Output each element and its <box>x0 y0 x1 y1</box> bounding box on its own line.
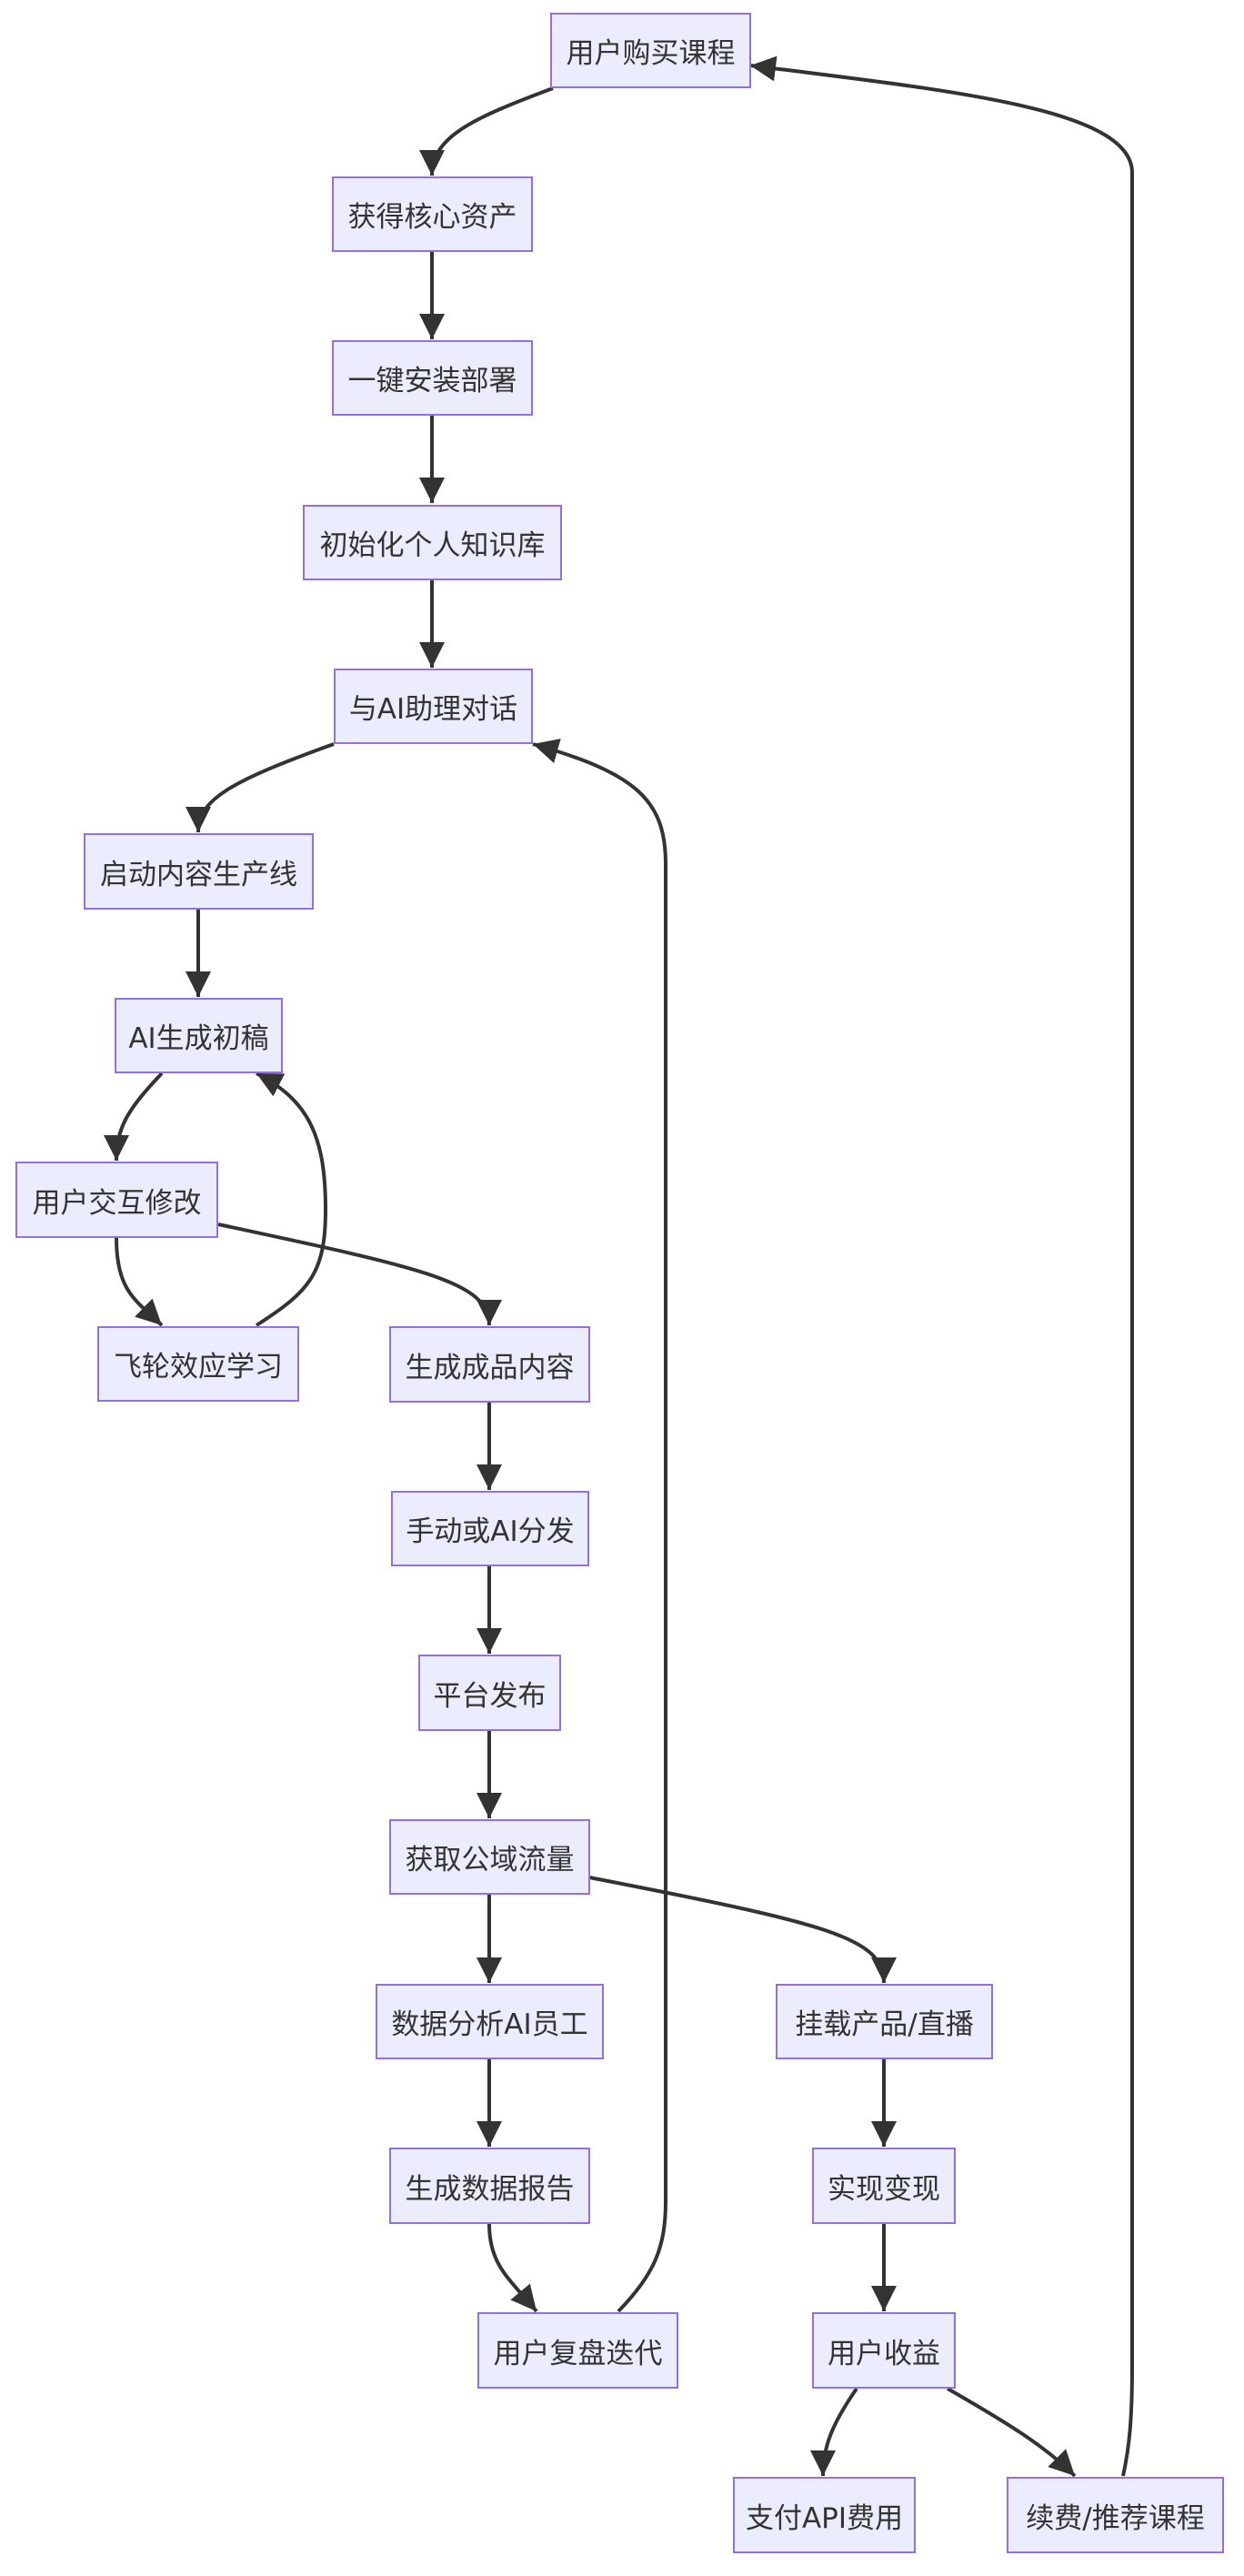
edge-buy-assets <box>419 86 554 176</box>
node-get-core-assets: 获得核心资产 <box>332 176 533 252</box>
node-pay-api-fee: 支付API费用 <box>733 2477 916 2553</box>
node-init-knowledge-base: 初始化个人知识库 <box>303 505 562 580</box>
edge-traffic-mount <box>588 1876 897 1984</box>
node-mount-product-live: 挂载产品/直播 <box>776 1984 993 2059</box>
node-ai-first-draft: AI生成初稿 <box>115 998 283 1073</box>
node-user-review-iterate: 用户复盘迭代 <box>477 2312 678 2389</box>
edge-flywheel-aidraft <box>255 1072 328 1327</box>
node-flywheel-learning: 飞轮效应学习 <box>97 1326 299 1402</box>
edge-useredit-final <box>217 1223 502 1326</box>
edge-chatai-pipeline <box>186 742 335 833</box>
node-renew-recommend: 续费/推荐课程 <box>1007 2477 1224 2553</box>
node-chat-ai-assistant: 与AI助理对话 <box>334 669 533 744</box>
node-get-traffic: 获取公域流量 <box>389 1819 590 1895</box>
node-monetize: 实现变现 <box>812 2148 956 2224</box>
node-platform-publish: 平台发布 <box>418 1655 561 1731</box>
node-data-analysis-ai: 数据分析AI员工 <box>376 1984 604 2059</box>
node-start-content-pipeline: 启动内容生产线 <box>84 833 314 910</box>
node-user-interactive-edit: 用户交互修改 <box>15 1162 218 1238</box>
edge-income-renew <box>947 2387 1077 2478</box>
edge-aidraft-useredit <box>104 1072 164 1162</box>
edge-review-chatai <box>532 739 667 2313</box>
edge-report-review <box>487 2223 538 2313</box>
node-distribute: 手动或AI分发 <box>391 1491 589 1566</box>
node-user-income: 用户收益 <box>812 2312 956 2389</box>
edge-useredit-flywheel <box>115 1237 164 1327</box>
node-generate-report: 生成数据报告 <box>389 2148 590 2224</box>
edge-renew-buy <box>749 55 1134 2477</box>
node-buy-course: 用户购买课程 <box>550 13 751 88</box>
node-one-click-install: 一键安装部署 <box>332 340 533 416</box>
node-final-content: 生成成品内容 <box>389 1326 590 1403</box>
edge-income-apifee <box>810 2387 858 2477</box>
